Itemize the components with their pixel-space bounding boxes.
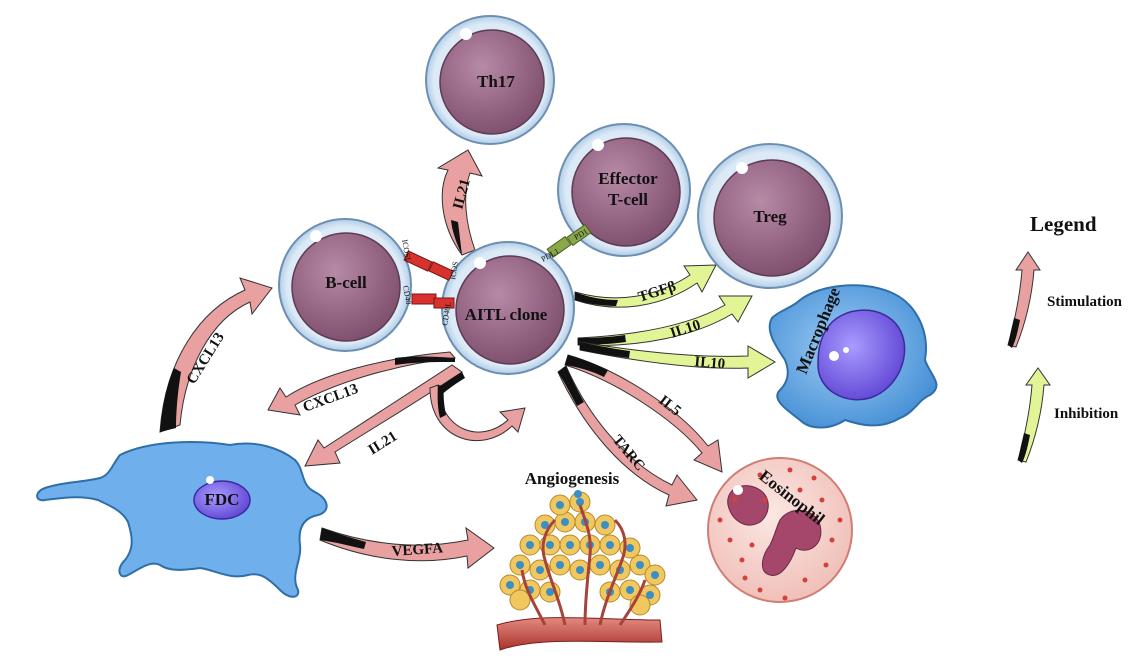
macrophage-cell: Macrophage xyxy=(768,284,938,429)
vegfa-arrow xyxy=(319,526,495,569)
treg-cell: Treg xyxy=(697,143,843,289)
b-cell: B-cell xyxy=(278,218,412,352)
capillaries xyxy=(520,504,647,626)
fdc-label: FDC xyxy=(205,490,240,509)
angiogenesis-illustration: Angiogenesis xyxy=(496,469,666,651)
label-il21-th17: IL21 xyxy=(450,177,473,211)
legend-inhibition-arrow xyxy=(1017,367,1051,463)
legend-stimulation-label: Stimulation xyxy=(1047,294,1123,310)
il10-top-arrow xyxy=(577,295,753,346)
aitl-label: AITL clone xyxy=(465,305,548,324)
cxcl13-fdc-arrow xyxy=(267,351,456,416)
treg-label: Treg xyxy=(753,207,787,226)
icos-receptor-pair xyxy=(403,250,455,309)
effector-label-line2: T-cell xyxy=(608,190,648,209)
label-vegfa: VEGFA xyxy=(391,540,444,560)
il10-bottom-arrow xyxy=(579,341,776,379)
cd40-label: CD40 xyxy=(401,285,413,305)
effector-t-cell: Effector T-cell xyxy=(557,123,691,257)
il5-arrow xyxy=(564,354,723,473)
legend-stimulation-arrow xyxy=(1007,251,1041,348)
b-cell-label: B-cell xyxy=(325,273,367,292)
fdc-cell: FDC xyxy=(36,441,328,598)
il21-th17-arrow xyxy=(436,149,483,256)
autocrine-loop-arrow xyxy=(429,384,526,441)
cd40l-label: CD40L xyxy=(440,301,453,326)
icosl-label: ICOSL xyxy=(400,239,413,263)
label-il10-top: IL10 xyxy=(668,317,702,342)
icos-label: ICOS xyxy=(448,261,460,281)
eosinophil-granules xyxy=(717,467,843,601)
pd1-receptor-pair xyxy=(546,223,592,259)
tarc-arrow xyxy=(557,365,698,507)
effector-label-line1: Effector xyxy=(598,169,658,188)
eosinophil-cell: Eosinophil xyxy=(707,457,853,603)
th17-cell: Th17 xyxy=(425,15,555,145)
label-il5: IL5 xyxy=(656,393,684,420)
legend: Legend Stimulation Inhibition xyxy=(1007,212,1123,463)
th17-label: Th17 xyxy=(477,72,515,91)
label-il21-fdc: IL21 xyxy=(366,428,401,458)
label-il10-bottom: IL10 xyxy=(694,354,726,373)
legend-title: Legend xyxy=(1030,212,1097,236)
tgfb-arrow xyxy=(574,264,717,308)
legend-inhibition-label: Inhibition xyxy=(1054,406,1119,422)
cxcl13-bcell-arrow xyxy=(159,277,273,433)
aitl-clone-cell: AITL clone xyxy=(441,241,575,375)
angiogenesis-label: Angiogenesis xyxy=(525,469,620,488)
